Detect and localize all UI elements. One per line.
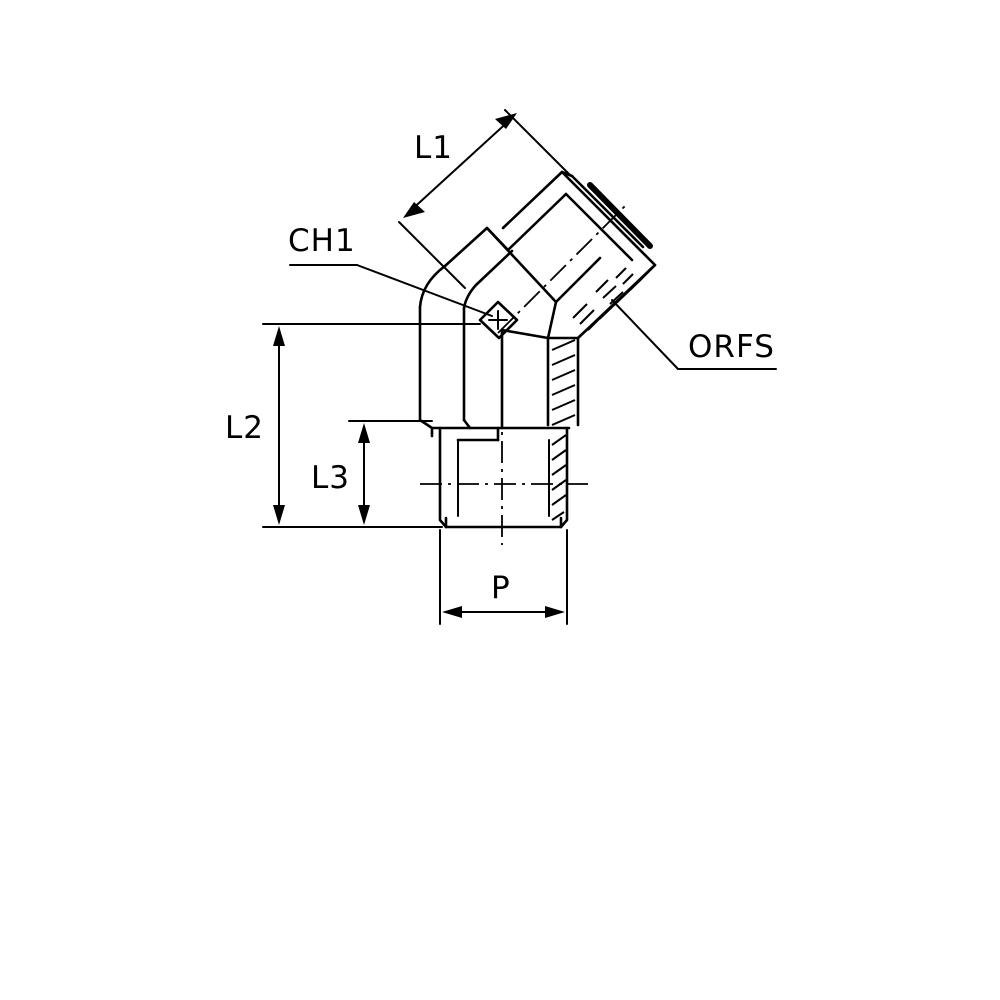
hex-wrench-flat bbox=[443, 226, 558, 340]
l3-label: L3 bbox=[311, 460, 350, 496]
orfs-thread-hatching bbox=[572, 267, 641, 331]
p-label: P bbox=[491, 570, 511, 606]
ch1-leader: CH1 bbox=[288, 223, 493, 317]
l1-label: L1 bbox=[414, 130, 453, 166]
orfs-leader: ORFS bbox=[611, 299, 777, 370]
elbow-body bbox=[418, 264, 580, 430]
l2-label: L2 bbox=[225, 410, 264, 446]
l1-dimension: L1 bbox=[398, 109, 571, 289]
p-dimension: P bbox=[439, 529, 568, 625]
hex-detail-box bbox=[478, 300, 519, 340]
center-lines bbox=[420, 205, 626, 545]
body-thread-hatching bbox=[551, 339, 576, 521]
male-thread-body bbox=[430, 426, 571, 529]
orfs-label: ORFS bbox=[688, 329, 775, 365]
ch1-label: CH1 bbox=[288, 223, 356, 259]
l2-dimension: L2 bbox=[225, 323, 481, 528]
l3-dimension: L3 bbox=[311, 420, 433, 525]
